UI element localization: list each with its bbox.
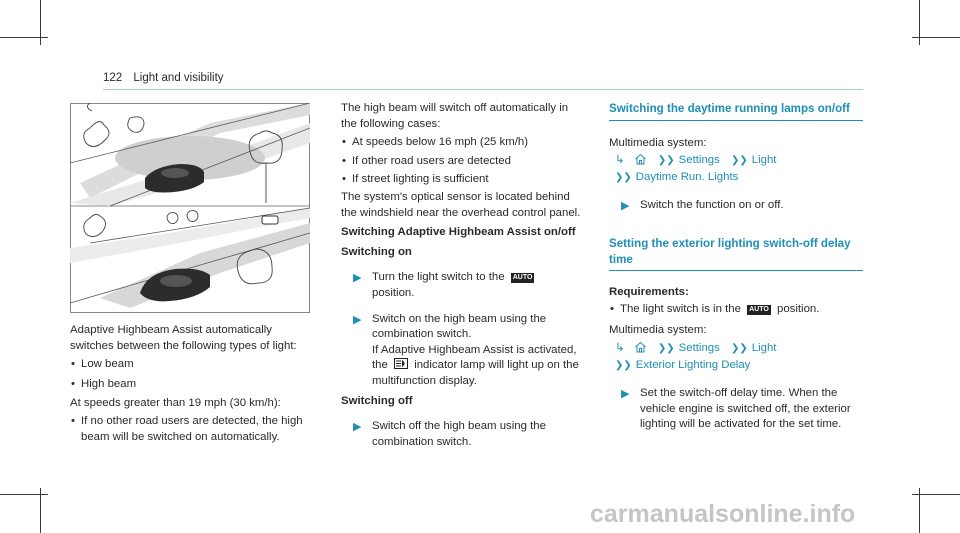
auto-icon: AUTO bbox=[747, 304, 771, 315]
menu-path-item: Settings bbox=[678, 341, 720, 354]
menu-path-item: Light bbox=[751, 154, 777, 167]
caption-text: Adaptive Highbeam Assist automatically s… bbox=[70, 324, 297, 352]
menu-path-item: Light bbox=[751, 341, 777, 354]
home-icon bbox=[634, 341, 646, 353]
section-title: Light and visibility bbox=[133, 72, 224, 84]
list-item-text: position. bbox=[776, 302, 820, 315]
step-text: If Adaptive Highbeam Assist is activated… bbox=[372, 343, 577, 356]
action-step: ▶ Turn the light switch to the AUTO posi… bbox=[341, 270, 581, 301]
list-item: If other road users are detected bbox=[341, 154, 581, 170]
heading-rule bbox=[609, 270, 863, 272]
action-arrow-icon: ▶ bbox=[353, 272, 362, 285]
action-arrow-icon: ▶ bbox=[621, 388, 630, 401]
menu-path: ❯❯Exterior Lighting Delay bbox=[609, 358, 869, 374]
step-text: Set the switch-off delay time. When the … bbox=[640, 387, 851, 431]
menu-path: ↳ ❯❯Settings ❯❯Light bbox=[609, 153, 869, 169]
requirements-heading: Requirements: bbox=[609, 286, 689, 299]
watermark: carmanualsonline.info bbox=[590, 500, 856, 528]
list-item: High beam bbox=[70, 377, 315, 393]
auto-icon: AUTO bbox=[510, 273, 535, 284]
action-arrow-icon: ▶ bbox=[353, 421, 362, 434]
chevron-right-icon: ❯❯ bbox=[657, 342, 675, 354]
multimedia-label: Multimedia system: bbox=[609, 136, 707, 149]
section-heading: Switching Adaptive Highbeam Assist on/of… bbox=[341, 226, 576, 239]
list-item: The light switch is in the AUTO position… bbox=[609, 302, 869, 318]
tree-icon bbox=[83, 103, 283, 203]
car-icon bbox=[145, 164, 204, 193]
list-item: If street lighting is sufficient bbox=[341, 172, 581, 188]
subsection-heading: Switching off bbox=[341, 394, 413, 407]
menu-path-item: Settings bbox=[678, 154, 720, 167]
step-text-part: indicator lamp will light up on the mult… bbox=[372, 359, 579, 387]
crop-mark bbox=[919, 0, 920, 45]
crop-mark bbox=[912, 494, 960, 495]
caption-column: Adaptive Highbeam Assist automatically s… bbox=[70, 323, 315, 445]
crop-mark bbox=[919, 488, 920, 533]
sensor-text: The system's optical sensor is located b… bbox=[341, 190, 581, 219]
middle-column: The high beam will switch off automatica… bbox=[341, 101, 581, 450]
step-text: the indicator lamp will light up on the … bbox=[372, 358, 581, 389]
crop-mark bbox=[0, 37, 48, 38]
menu-path-item: Exterior Lighting Delay bbox=[635, 358, 751, 371]
home-icon bbox=[634, 154, 646, 165]
section-heading: Setting the exterior lighting switch-off… bbox=[609, 236, 851, 266]
list-item: At speeds below 16 mph (25 km/h) bbox=[341, 135, 581, 151]
action-step: ▶ Set the switch-off delay time. When th… bbox=[609, 386, 860, 433]
highbeam-illustration bbox=[70, 103, 310, 313]
page-header: 122 Light and visibility bbox=[103, 72, 224, 84]
chevron-right-icon: ❯❯ bbox=[731, 342, 748, 354]
chevron-right-icon: ❯❯ bbox=[657, 155, 675, 167]
subsection-heading: Switching on bbox=[341, 245, 412, 258]
action-arrow-icon: ▶ bbox=[353, 313, 362, 326]
enter-arrow-icon: ↳ bbox=[615, 154, 625, 167]
intro-text: The high beam will switch off automatica… bbox=[341, 102, 569, 130]
enter-arrow-icon: ↳ bbox=[615, 341, 625, 354]
list-item-text: The light switch is in the bbox=[620, 302, 741, 315]
page-number: 122 bbox=[103, 72, 123, 84]
action-step: ▶ Switch the function on or off. bbox=[609, 198, 869, 214]
crop-mark bbox=[40, 0, 41, 45]
multimedia-label: Multimedia system: bbox=[609, 324, 707, 337]
step-text: Switch off the high beam using the combi… bbox=[372, 420, 546, 448]
step-text: Turn the light switch to the bbox=[372, 271, 505, 284]
chevron-right-icon: ❯❯ bbox=[615, 171, 632, 183]
chevron-right-icon: ❯❯ bbox=[615, 359, 632, 371]
menu-path-item: Daytime Run. Lights bbox=[635, 170, 739, 183]
action-step: ▶ Switch on the high beam using the comb… bbox=[341, 312, 581, 390]
crop-mark bbox=[40, 488, 41, 533]
step-text: Switch on the high beam using the combin… bbox=[372, 312, 547, 341]
list-item: Low beam bbox=[70, 357, 315, 373]
chevron-right-icon: ❯❯ bbox=[731, 155, 748, 167]
step-text: position. bbox=[372, 286, 415, 299]
header-rule bbox=[103, 89, 863, 90]
right-column: Switching the daytime running lamps on/o… bbox=[609, 101, 869, 433]
heading-rule bbox=[609, 119, 863, 121]
menu-path: ↳ ❯❯Settings ❯❯Light bbox=[609, 341, 869, 357]
step-text-part: the bbox=[372, 359, 388, 372]
section-heading: Switching the daytime running lamps on/o… bbox=[609, 102, 850, 115]
crop-mark bbox=[912, 37, 960, 38]
action-arrow-icon: ▶ bbox=[621, 200, 630, 213]
crop-mark bbox=[0, 494, 48, 495]
action-step: ▶ Switch off the high beam using the com… bbox=[341, 419, 581, 450]
high-beam-indicator-icon bbox=[394, 358, 409, 370]
list-item: If no other road users are detected, the… bbox=[70, 414, 315, 445]
step-text: Switch the function on or off. bbox=[640, 199, 784, 212]
menu-path: ❯❯Daytime Run. Lights bbox=[609, 170, 869, 186]
speed-text: At speeds greater than 19 mph (30 km/h): bbox=[70, 397, 281, 410]
